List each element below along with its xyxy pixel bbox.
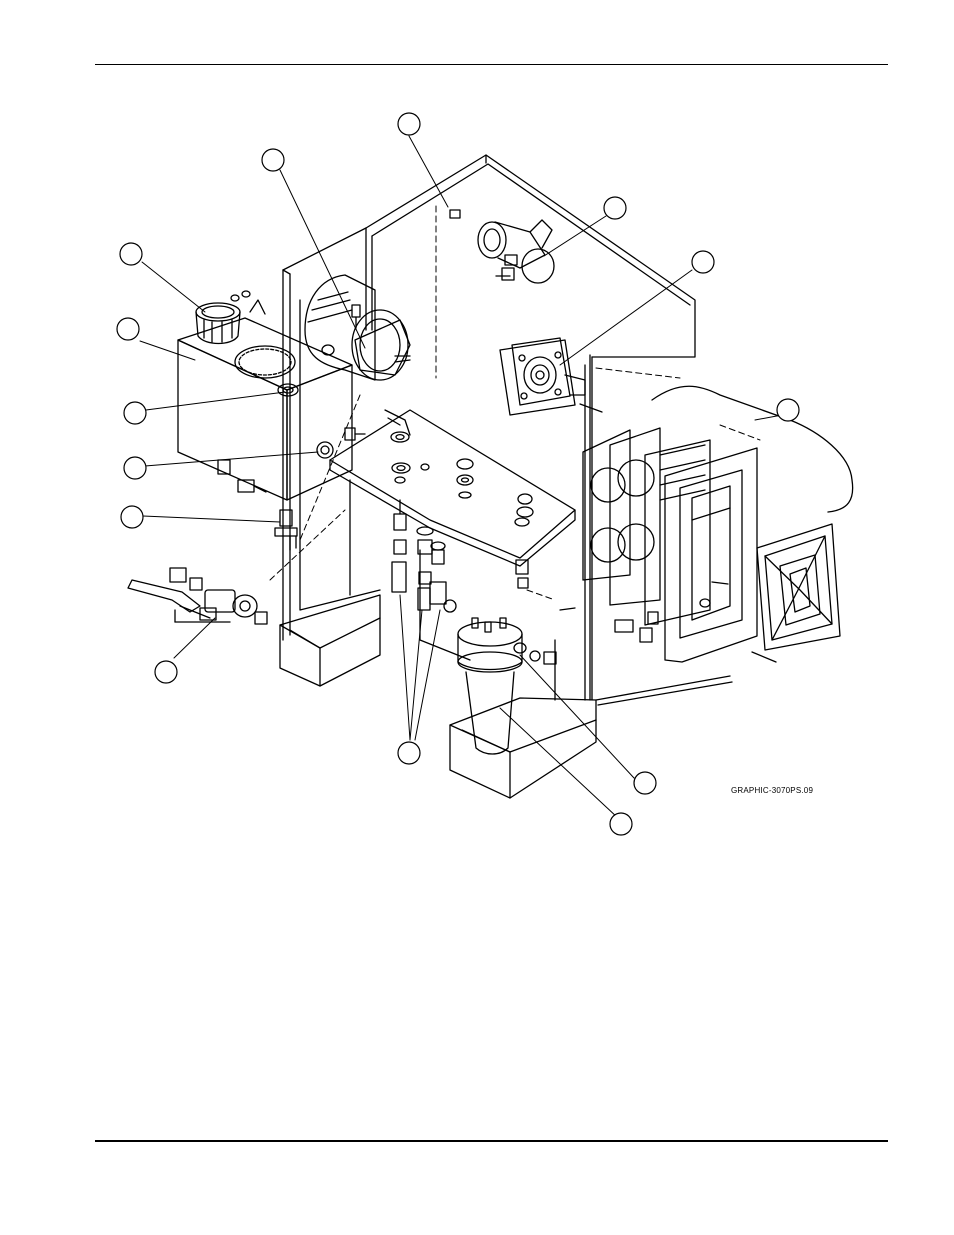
tank-drain-fittings: [217, 459, 298, 551]
callout-8: [123, 456, 147, 480]
callout-10: [776, 398, 800, 422]
water-filter: [457, 617, 557, 755]
misc-fittings: [515, 559, 659, 643]
cooling-fans: [582, 427, 711, 626]
callout-5: [119, 242, 143, 266]
callout-3: [603, 196, 627, 220]
callout-leaders: [139, 135, 783, 819]
front-panel: [664, 447, 758, 663]
fittings-column: [391, 499, 457, 613]
callout-12: [397, 741, 421, 765]
graphic-id-label: GRAPHIC-3070PS.09: [731, 786, 814, 795]
brace: [651, 385, 854, 513]
solenoid-valve: [449, 209, 555, 284]
cabinet: [279, 154, 733, 799]
pump-flange: [499, 337, 603, 416]
motor: [304, 274, 411, 381]
callout-1: [397, 112, 421, 136]
callout-6: [116, 317, 140, 341]
callout-11: [154, 660, 178, 684]
ball-valve: [127, 567, 268, 625]
header-rule: [95, 64, 888, 65]
callout-14: [609, 812, 633, 836]
callout-13: [633, 771, 657, 795]
callout-9: [120, 505, 144, 529]
footer-rule: [95, 1140, 888, 1142]
callout-4: [691, 250, 715, 274]
callout-7: [123, 401, 147, 425]
reservoir-tank: [177, 317, 366, 501]
mounting-plate: [329, 409, 576, 567]
filler-cap: [195, 290, 266, 345]
callout-circles: [116, 112, 800, 836]
air-filter-grille: [751, 523, 841, 663]
reference-lines: [269, 205, 761, 601]
callout-2: [261, 148, 285, 172]
